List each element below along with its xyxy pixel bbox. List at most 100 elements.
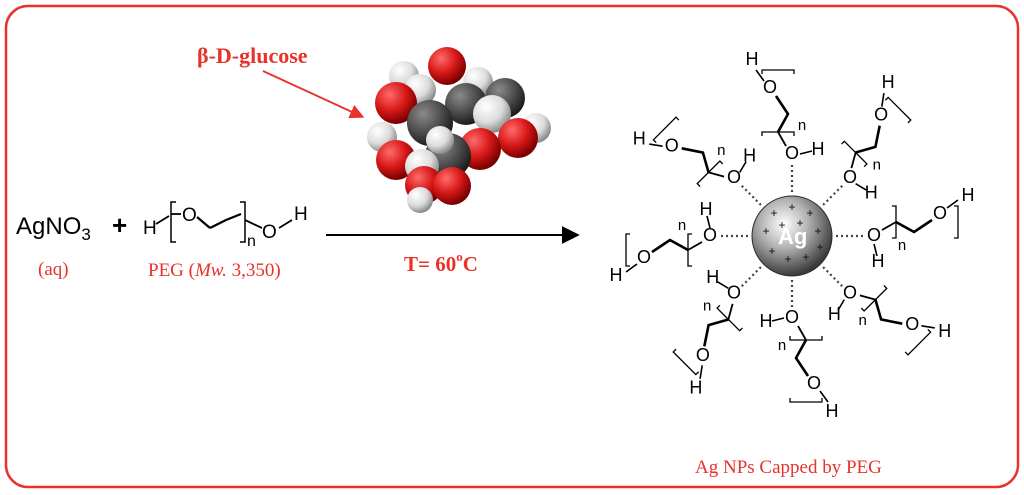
bond-oh-2 [771, 317, 785, 322]
chain-oxygen-outer-2: O [807, 373, 821, 393]
bond-inner-5 [708, 171, 725, 178]
glucose-molecule-model [367, 47, 551, 213]
peg-label-prefix: PEG ( [148, 260, 195, 281]
repeat-bracket-3 [672, 348, 700, 376]
bond-inner-1 [859, 294, 876, 301]
chain-backbone-6 [774, 95, 790, 133]
repeat-bracket-6 [761, 131, 795, 136]
chain-backbone-3 [703, 318, 729, 347]
bond-outer-4 [625, 263, 638, 273]
hydrogen-bond-5 [738, 182, 762, 206]
chain-hydrogen-outer-3: H [689, 377, 702, 397]
repeat-bracket-2 [789, 398, 823, 403]
surface-charge-4: + [814, 224, 821, 238]
bond-oh-6 [799, 150, 813, 155]
chain-hydrogen-outer-4: H [610, 265, 623, 285]
scheme-border [4, 4, 1020, 489]
repeat-bracket-0 [892, 205, 897, 239]
chain-oxygen-outer-0: O [933, 203, 947, 223]
chain-hydrogen-outer-1: H [938, 321, 951, 341]
chain-backbone-7 [855, 125, 881, 154]
surface-charge-2: + [806, 206, 813, 220]
repeat-bracket-5 [696, 160, 724, 187]
chain-oxygen-outer-6: O [763, 77, 777, 97]
surface-charge-3: + [762, 224, 769, 238]
chain-backbone-5 [681, 147, 710, 173]
chain-oxygen-outer-4: O [637, 247, 651, 267]
chain-oxygen-outer-1: O [905, 314, 919, 334]
bond-inner-6 [777, 131, 787, 147]
bond-oh-1 [837, 299, 846, 311]
peg-oxygen-1: O [182, 205, 197, 226]
chain-hydrogen-outer-6: H [746, 49, 759, 69]
chain-repeat-n-0: n [898, 237, 906, 254]
condition-temperature: T= 60 [404, 252, 456, 276]
chain-oxygen-inner-5: O [727, 167, 741, 187]
bond-outer-7 [881, 93, 885, 107]
chain-hydrogen-outer-2: H [826, 401, 839, 421]
peg-label-value: 3,350) [227, 260, 281, 281]
svg-text:AgNO3: AgNO3 [16, 213, 91, 244]
bond-inner-0 [881, 221, 897, 231]
hydrogen-bond-3 [738, 266, 762, 290]
condition-unit: C [463, 252, 478, 276]
bond-oh-7 [855, 182, 867, 191]
bond-inner-2 [797, 325, 807, 341]
chain-oxygen-outer-5: O [665, 136, 679, 156]
chain-backbone-2 [794, 339, 810, 377]
surface-charge-6: + [784, 252, 791, 266]
peg-h-left: H [143, 218, 157, 239]
repeat-bracket-7 [841, 140, 868, 168]
chain-hydrogen-outer-0: H [962, 185, 975, 205]
chain-repeat-n-4: n [678, 217, 686, 234]
agno3-subscript: 3 [81, 225, 90, 244]
bond-oh-5 [738, 161, 747, 173]
bond-inner-3 [727, 303, 734, 320]
repeat-bracket-1 [904, 328, 932, 356]
repeat-bracket-6 [761, 69, 795, 74]
plus-sign: + [112, 210, 127, 240]
chain-hydrogen-inner-4: H [700, 199, 713, 219]
bond-inner-7 [850, 152, 857, 169]
chain-repeat-n-6: n [798, 117, 806, 134]
surface-charge-1: + [788, 200, 795, 214]
chain-oxygen-inner-1: O [843, 283, 857, 303]
chain-repeat-n-1: n [859, 312, 867, 329]
chain-oxygen-inner-6: O [785, 143, 799, 163]
agno3-main: AgNO [16, 213, 81, 240]
peg-label: PEG (Mw. 3,350) [148, 260, 281, 281]
chain-backbone-0 [895, 218, 933, 234]
surface-charge-9: + [778, 218, 785, 232]
bond-outer-3 [699, 365, 703, 379]
bond-oh-3 [717, 281, 729, 290]
chain-oxygen-inner-3: O [727, 283, 741, 303]
agno3-formula: AgNO3 [16, 213, 91, 244]
hydrogen-bond-7 [822, 182, 846, 206]
chain-oxygen-inner-0: O [867, 225, 881, 245]
chain-repeat-n-2: n [778, 337, 786, 354]
chain-hydrogen-inner-7: H [865, 182, 878, 202]
chain-hydrogen-inner-0: H [872, 251, 885, 271]
surface-charge-7: + [802, 250, 809, 264]
bond-oh-0 [873, 243, 878, 257]
chain-hydrogen-inner-5: H [743, 146, 756, 166]
bond-outer-0 [946, 199, 959, 209]
repeat-bracket-7 [884, 96, 912, 124]
surface-charges: +++++++++++ [762, 200, 823, 266]
repeat-bracket-1 [860, 285, 888, 312]
surface-charge-8: + [816, 240, 823, 254]
repeat-bracket-4 [625, 233, 630, 267]
chain-repeat-n-5: n [717, 142, 725, 159]
chain-oxygen-inner-2: O [785, 307, 799, 327]
silver-nanoparticle: +++++++++++ Ag [751, 195, 833, 277]
chain-hydrogen-outer-5: H [633, 129, 646, 149]
peg-oxygen-2: O [262, 222, 277, 243]
repeat-bracket-5 [652, 116, 680, 144]
peg-h-right: H [294, 204, 308, 225]
bond-outer-1 [921, 325, 935, 329]
chain-hydrogen-outer-7: H [882, 72, 895, 92]
bond-inner-4 [687, 241, 703, 251]
repeat-bracket-2 [789, 336, 823, 341]
